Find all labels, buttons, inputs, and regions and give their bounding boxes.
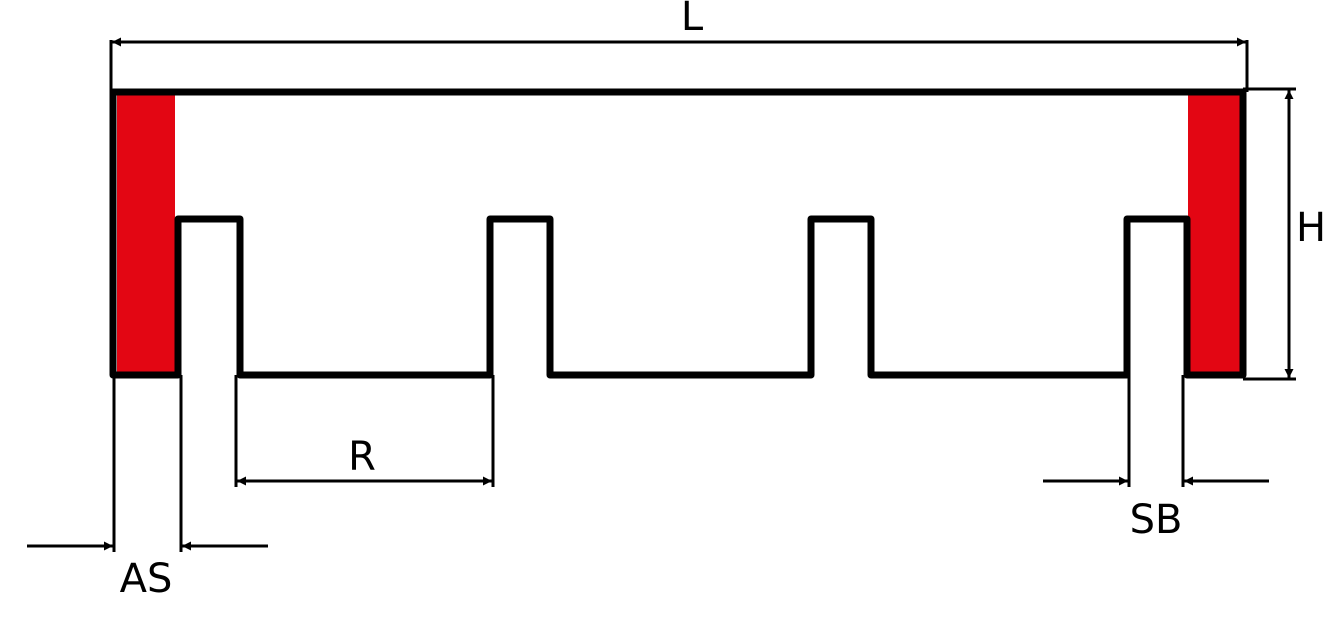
length-label: L [681,0,704,40]
end-thickness-dimension [27,375,268,552]
pitch-dimension [234,375,495,487]
length-dimension [109,37,1249,92]
end-thickness-label: AS [120,556,173,602]
pitch-label: R [348,434,376,480]
right-end-piece [1188,94,1243,375]
height-dimension [1243,87,1296,381]
profile-outline [109,88,1247,379]
web-thickness-dimension [1043,375,1269,487]
left-end-piece [117,94,175,375]
height-label: H [1296,205,1326,251]
web-thickness-label: SB [1130,497,1183,543]
